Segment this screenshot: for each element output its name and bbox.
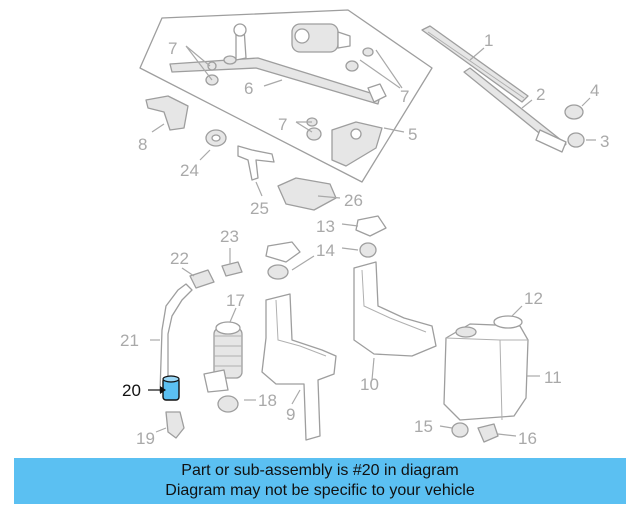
callout-12: 12 bbox=[524, 289, 543, 308]
callout-2: 2 bbox=[536, 85, 545, 104]
callout-7c: 7 bbox=[278, 115, 287, 134]
wiper-blade-and-arm bbox=[421, 25, 585, 153]
elbow-fitting bbox=[165, 411, 185, 439]
callout-labels: 1 2 3 4 5 6 7 7 7 8 9 10 11 12 13 14 15 … bbox=[120, 31, 609, 448]
hose-connector bbox=[237, 145, 275, 181]
washer-pump bbox=[203, 321, 243, 393]
info-banner: Part or sub-assembly is #20 in diagram D… bbox=[14, 458, 626, 504]
pump-seal bbox=[217, 395, 239, 413]
wiper-linkage-panel bbox=[139, 9, 433, 183]
callout-26: 26 bbox=[344, 191, 363, 210]
reservoir-body bbox=[261, 241, 337, 441]
hose-fitting bbox=[189, 269, 215, 289]
callout-13: 13 bbox=[316, 217, 335, 236]
tank-seal bbox=[493, 315, 523, 329]
callout-3: 3 bbox=[600, 132, 609, 151]
parts-diagram: 1 2 3 4 5 6 7 7 7 8 9 10 11 12 13 14 15 … bbox=[120, 9, 609, 448]
grommet-15 bbox=[451, 422, 469, 438]
washer-tank bbox=[443, 323, 529, 421]
callout-7b: 7 bbox=[400, 87, 409, 106]
check-valve bbox=[221, 261, 243, 277]
reservoir-neck bbox=[353, 261, 437, 357]
callout-10: 10 bbox=[360, 375, 379, 394]
callout-9: 9 bbox=[286, 405, 295, 424]
callout-22: 22 bbox=[170, 249, 189, 268]
callout-23: 23 bbox=[220, 227, 239, 246]
callout-19: 19 bbox=[136, 429, 155, 448]
callout-8: 8 bbox=[138, 135, 147, 154]
callout-20: 20 bbox=[122, 381, 141, 400]
callout-17: 17 bbox=[226, 291, 245, 310]
washer-hose bbox=[159, 283, 193, 393]
callout-5: 5 bbox=[408, 125, 417, 144]
callout-6: 6 bbox=[244, 79, 253, 98]
highlighted-part-20 bbox=[162, 375, 180, 401]
callout-7a: 7 bbox=[168, 39, 177, 58]
callout-18: 18 bbox=[258, 391, 277, 410]
callout-14: 14 bbox=[316, 241, 335, 260]
banner-line-part: Part or sub-assembly is #20 in diagram bbox=[181, 462, 459, 479]
banner-line-disclaimer: Diagram may not be specific to your vehi… bbox=[165, 482, 475, 499]
callout-4: 4 bbox=[590, 81, 599, 100]
callout-21: 21 bbox=[120, 331, 139, 350]
callout-25: 25 bbox=[250, 199, 269, 218]
callout-1: 1 bbox=[484, 31, 493, 50]
reservoir-cover bbox=[277, 177, 337, 211]
callout-16: 16 bbox=[518, 429, 537, 448]
callout-15: 15 bbox=[414, 417, 433, 436]
callout-24: 24 bbox=[180, 161, 199, 180]
bracket bbox=[145, 95, 189, 131]
callout-11: 11 bbox=[544, 368, 562, 387]
level-sensor bbox=[477, 423, 499, 443]
